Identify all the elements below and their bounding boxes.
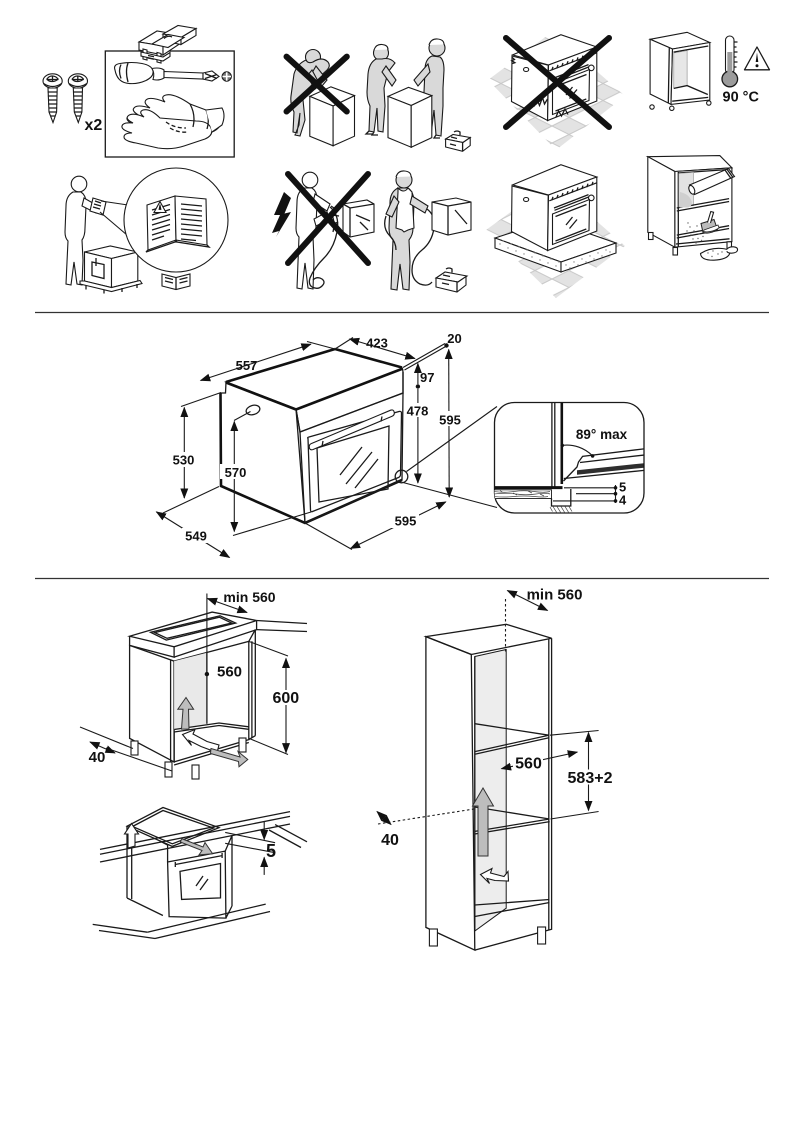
svg-text:557: 557 (236, 358, 258, 373)
svg-text:530: 530 (173, 453, 195, 468)
svg-text:5: 5 (619, 480, 626, 495)
svg-text:5: 5 (266, 841, 276, 861)
svg-text:min 560: min 560 (527, 587, 583, 604)
svg-text:478: 478 (407, 404, 429, 419)
svg-text:560: 560 (217, 664, 242, 681)
svg-text:90 °C: 90 °C (723, 90, 760, 106)
svg-text:40: 40 (381, 832, 399, 849)
svg-text:4: 4 (619, 493, 627, 508)
svg-text:570: 570 (225, 465, 247, 480)
svg-text:423: 423 (366, 336, 388, 351)
svg-text:549: 549 (185, 529, 207, 544)
svg-text:595: 595 (395, 514, 417, 529)
svg-text:89° max: 89° max (576, 427, 628, 442)
svg-text:min 560: min 560 (223, 589, 275, 605)
svg-text:x2: x2 (85, 117, 103, 134)
svg-text:40: 40 (89, 749, 106, 766)
svg-text:583+2: 583+2 (568, 770, 613, 787)
svg-text:600: 600 (272, 690, 299, 707)
svg-text:560: 560 (515, 756, 542, 773)
svg-text:97: 97 (420, 370, 434, 385)
svg-text:595: 595 (439, 413, 461, 428)
svg-text:20: 20 (447, 331, 461, 346)
